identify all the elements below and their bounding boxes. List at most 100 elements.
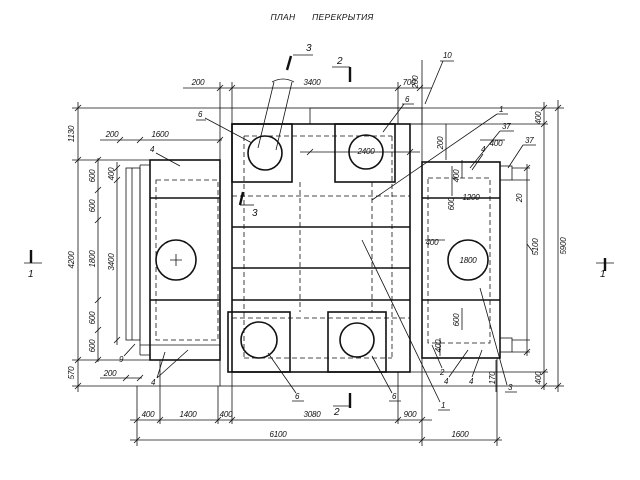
section-3-top-stroke xyxy=(285,55,293,71)
right-inner-dim-170: 170 xyxy=(488,371,497,384)
bottom-extension-lines xyxy=(136,358,498,446)
right-hatch-circle xyxy=(447,239,489,281)
leader-6-top-left xyxy=(196,117,253,144)
right-wing-outline xyxy=(421,161,501,359)
leader-9 xyxy=(123,343,136,357)
bottom-dim-1600: 1600 xyxy=(452,430,470,439)
left-extension-lines xyxy=(72,107,220,387)
central-slab: 2400 xyxy=(219,78,423,387)
leader-6-bottom-left xyxy=(267,352,304,402)
callout-1-top: 1 xyxy=(499,105,503,114)
right-wing: 1800 xyxy=(421,161,530,359)
left-outer-dim-4200: 4200 xyxy=(67,251,76,269)
cross-beams xyxy=(232,226,410,301)
bottom-dim-400-b: 400 xyxy=(220,410,233,419)
opening-bottom-right xyxy=(327,311,387,373)
right-outer-dim-5900: 5900 xyxy=(559,237,568,255)
left-top-dim-1600: 1600 xyxy=(152,130,170,139)
leader-4-left-top xyxy=(155,152,181,167)
section-3-top-label: 3 xyxy=(306,43,312,54)
callout-6-bottom-left: 6 xyxy=(295,392,300,401)
callout-37-a: 37 xyxy=(502,122,511,131)
leader-1-top xyxy=(371,113,508,201)
right-dimensions: 5900 400 400 20 5100 200 400 400 600 120… xyxy=(410,100,568,392)
opening-top-left xyxy=(231,123,293,183)
section-3-mid-stroke xyxy=(238,191,245,206)
left-inner-dim-600-d: 600 xyxy=(88,339,97,352)
section-1-right-label: 1 xyxy=(600,269,605,280)
left-inner-dim-600-b: 600 xyxy=(88,199,97,212)
callout-6-bottom-right: 6 xyxy=(392,392,397,401)
leader-37-a xyxy=(469,130,514,169)
bottom-dim-3080: 3080 xyxy=(304,410,322,419)
section-1-left-label: 1 xyxy=(28,269,33,280)
right-strip-top xyxy=(499,165,513,181)
left-outer-dim-1130: 1130 xyxy=(67,125,76,142)
right-strip-bottom xyxy=(499,337,513,353)
hidden-lines-central xyxy=(232,135,410,360)
leader-4-left-bottom xyxy=(156,349,189,379)
right-inner-dim-lines xyxy=(425,124,505,392)
callout-3-right: 3 xyxy=(508,383,513,392)
leader-6-bottom-right xyxy=(371,355,401,402)
hatch-circle-top-right xyxy=(348,134,384,170)
right-inner-dim-600-a: 600 xyxy=(447,197,456,210)
left-bottom-dim-ticks xyxy=(122,374,144,382)
left-inner-dim-600-a: 600 xyxy=(88,169,97,182)
left-wing xyxy=(125,159,221,361)
left-mid-dim-3400: 3400 xyxy=(107,253,116,271)
right-inner-dim-400-d: 400 xyxy=(434,339,443,352)
leader-1-bottom xyxy=(361,239,450,411)
left-wing-hidden-lines xyxy=(155,179,219,341)
right-inner-dim-400-a: 400 xyxy=(490,139,503,148)
leader-10 xyxy=(424,60,454,105)
bottom-dim-6100: 6100 xyxy=(270,430,288,439)
right-dim-400-bottom: 400 xyxy=(534,371,543,384)
callout-4-right-bottom-a: 4 xyxy=(444,377,449,386)
bottom-dimensions: 400 1400 400 3080 900 6100 1600 xyxy=(130,358,502,446)
right-400-dim-ticks xyxy=(540,104,548,390)
left-wing-outline xyxy=(149,159,221,361)
leader-37-b xyxy=(507,144,536,169)
center-cross-icon xyxy=(170,254,182,266)
top-extension-lines xyxy=(219,60,423,124)
section-marks: 3 2 3 2 1 1 xyxy=(24,43,614,418)
top-dimensions: 200 3400 700 200 xyxy=(183,60,432,124)
opening-bottom-left xyxy=(227,311,291,373)
callout-4-left-top: 4 xyxy=(150,145,155,154)
left-inner-dim-ticks xyxy=(94,156,102,364)
hatch-circle-bottom-right xyxy=(339,322,375,358)
bottom-dim-ticks-1 xyxy=(133,416,426,424)
right-dim-400-top: 400 xyxy=(534,111,543,124)
callout-4-left-bottom: 4 xyxy=(151,378,156,387)
callout-leaders xyxy=(123,60,536,411)
callout-2-right: 2 xyxy=(439,368,445,377)
bottom-dim-400-a: 400 xyxy=(142,410,155,419)
callout-4-right-top: 4 xyxy=(481,145,486,154)
right-wing-hidden-lines xyxy=(427,177,491,344)
right-inner-dim-400-b: 400 xyxy=(452,169,461,182)
left-dimensions: 200 1600 1130 4200 570 600 600 1800 600 … xyxy=(67,102,224,392)
hatch-circle-top-left xyxy=(247,135,283,171)
left-wall-band xyxy=(125,167,141,341)
right-strip-extensions xyxy=(512,167,530,353)
top-dim-3400: 3400 xyxy=(304,78,322,87)
opening-dimension-line xyxy=(300,148,420,156)
leader-2-right xyxy=(431,344,443,369)
callout-9: 9 xyxy=(119,355,124,364)
left-wing-beams xyxy=(150,197,220,301)
right-mid-dim-ticks xyxy=(523,164,534,356)
right-extension-lines xyxy=(410,107,564,387)
callout-10: 10 xyxy=(443,51,452,60)
left-inner-dim-1800: 1800 xyxy=(88,250,97,268)
vent-pipe-lines xyxy=(257,78,295,151)
drawing-title: ПЛАН ПЕРЕКРЫТИЯ xyxy=(270,12,373,22)
callout-6-top-right: 6 xyxy=(405,95,410,104)
leader-4-right-top xyxy=(471,153,484,171)
circle-diameter-label-right: 1800 xyxy=(460,256,478,265)
callout-1-bottom: 1 xyxy=(441,401,445,410)
leader-3-right xyxy=(479,287,517,393)
right-inner-dim-1200: 1200 xyxy=(463,193,481,202)
section-2-top-label: 2 xyxy=(336,56,343,67)
hatch-circle-bottom-left xyxy=(240,321,278,359)
